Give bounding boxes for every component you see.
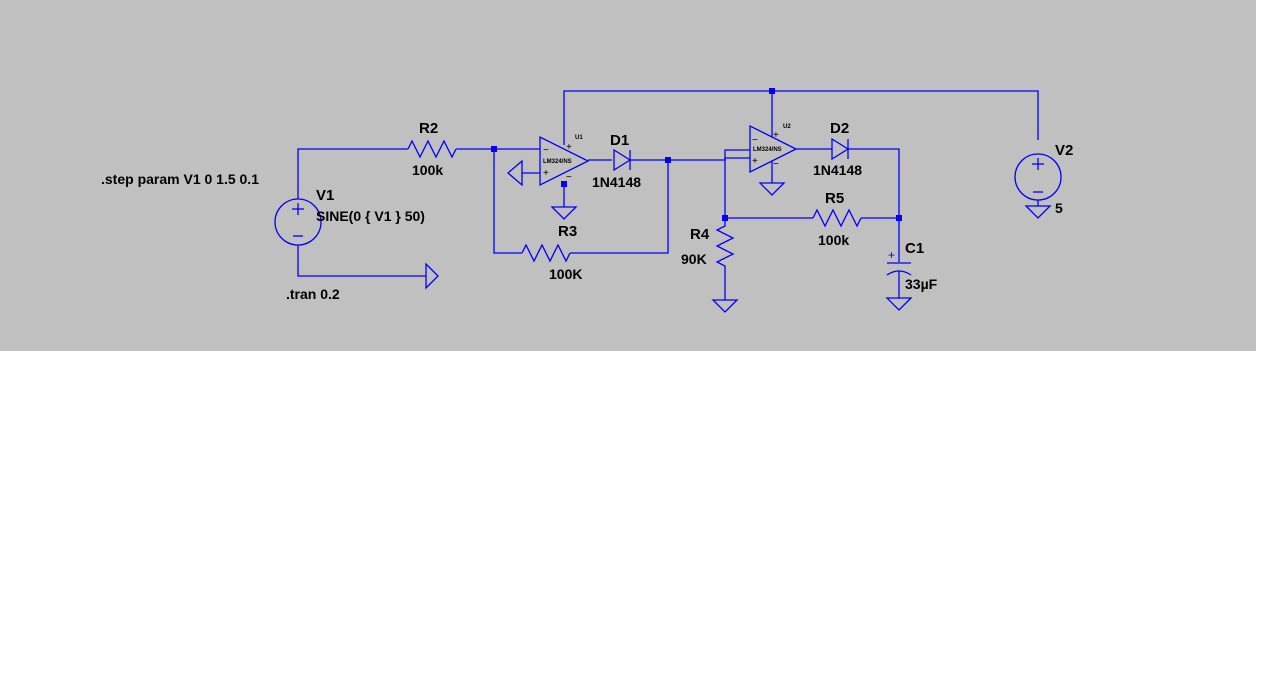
r5-name: R5 bbox=[825, 190, 844, 207]
u2-model: LM324/NS bbox=[753, 147, 782, 153]
svg-text:−: − bbox=[566, 172, 572, 183]
r4-value: 90K bbox=[681, 251, 707, 267]
d1-value: 1N4148 bbox=[592, 174, 641, 190]
wire-node-u2 bbox=[668, 149, 750, 161]
wire-feedback-left bbox=[493, 149, 522, 254]
r4-resistor[interactable] bbox=[715, 218, 735, 270]
c1-polarity: + bbox=[888, 248, 895, 262]
r5-value: 100k bbox=[818, 232, 849, 248]
r3-value: 100K bbox=[549, 266, 582, 282]
wire-u1-vplus bbox=[563, 90, 1039, 145]
v1-source[interactable] bbox=[274, 198, 322, 246]
u2-opamp[interactable]: − + + − bbox=[749, 124, 798, 174]
empty-area bbox=[0, 351, 1274, 688]
wire-v1-r2 bbox=[297, 148, 408, 199]
r2-name: R2 bbox=[419, 120, 438, 137]
wire-v1-gnd bbox=[297, 245, 426, 277]
ground-u2-vminus bbox=[758, 182, 786, 196]
schematic[interactable]: − + + − − + + − bbox=[0, 0, 1256, 351]
r4-name: R4 bbox=[690, 226, 710, 243]
v2-name: V2 bbox=[1055, 142, 1073, 159]
v2-source[interactable] bbox=[1014, 153, 1062, 201]
v2-value: 5 bbox=[1055, 200, 1063, 216]
v1-value: SINE(0 { V1 } 50) bbox=[316, 208, 425, 224]
d2-name: D2 bbox=[830, 120, 849, 137]
u1-model: LM324/NS bbox=[543, 159, 572, 165]
c1-name: C1 bbox=[905, 240, 924, 257]
ground-flag-u1 bbox=[507, 159, 523, 187]
wire-u2-plus bbox=[724, 157, 750, 218]
r3-name: R3 bbox=[558, 223, 577, 240]
svg-text:+: + bbox=[566, 142, 572, 153]
ground-flag-v1 bbox=[425, 262, 439, 290]
r2-resistor[interactable] bbox=[407, 139, 457, 159]
wire-d2-c1 bbox=[848, 148, 900, 218]
svg-text:+: + bbox=[752, 156, 758, 167]
r5-resistor[interactable] bbox=[812, 208, 862, 228]
ground-u1-vminus bbox=[550, 206, 578, 220]
wire-feedback-right bbox=[570, 160, 669, 254]
ground-r4 bbox=[711, 299, 739, 313]
d1-diode[interactable] bbox=[613, 148, 632, 172]
svg-text:+: + bbox=[773, 130, 779, 141]
d1-name: D1 bbox=[610, 132, 629, 149]
svg-text:−: − bbox=[773, 159, 779, 170]
tran-directive[interactable]: .tran 0.2 bbox=[286, 286, 340, 302]
step-directive[interactable]: .step param V1 0 1.5 0.1 bbox=[101, 171, 259, 187]
svg-text:−: − bbox=[543, 145, 549, 156]
r3-resistor[interactable] bbox=[521, 243, 571, 263]
u1-name: U1 bbox=[575, 135, 583, 141]
u2-name: U2 bbox=[783, 124, 791, 130]
svg-text:+: + bbox=[543, 168, 549, 179]
d2-diode[interactable] bbox=[831, 137, 850, 161]
ground-c1 bbox=[885, 297, 913, 311]
r2-value: 100k bbox=[412, 162, 443, 178]
d2-value: 1N4148 bbox=[813, 162, 862, 178]
schematic-canvas[interactable]: − + + − − + + − bbox=[0, 0, 1256, 351]
ground-v2 bbox=[1024, 205, 1052, 219]
v1-name: V1 bbox=[316, 187, 334, 204]
u1-opamp[interactable]: − + + − bbox=[539, 135, 590, 187]
c1-value: 33µF bbox=[905, 276, 938, 292]
svg-text:−: − bbox=[752, 135, 758, 146]
